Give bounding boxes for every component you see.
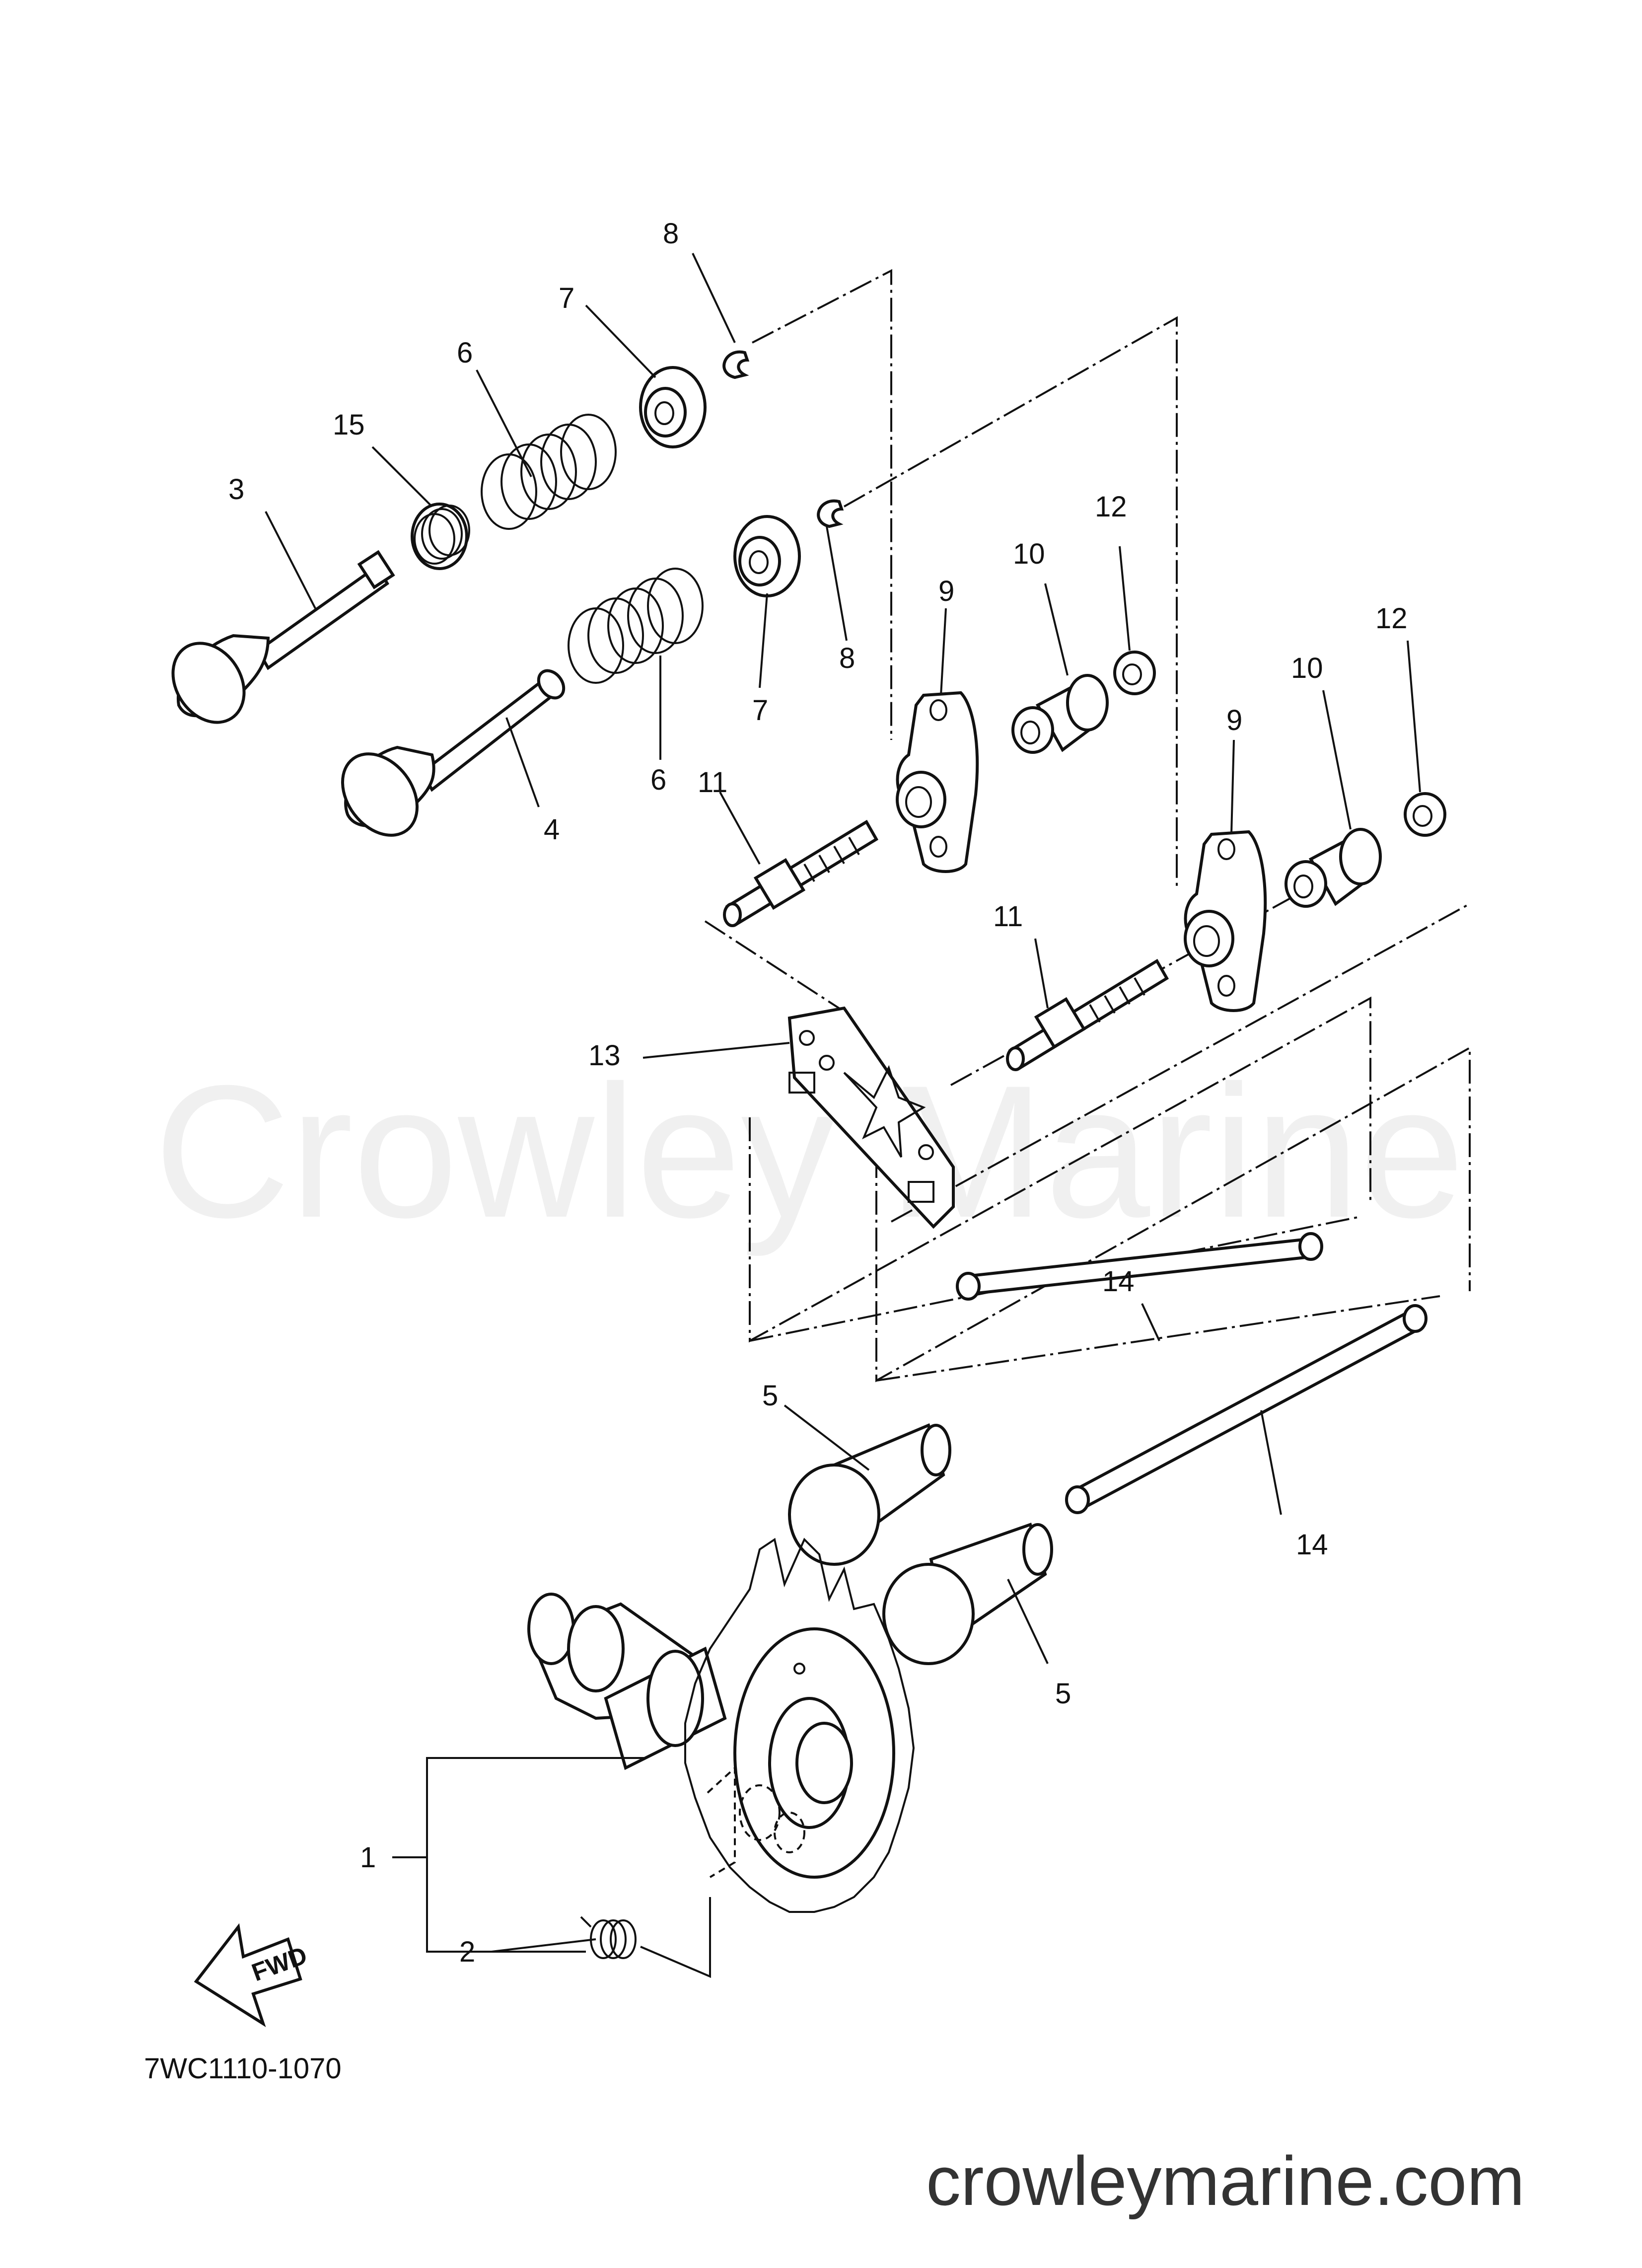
callout-8-lower: 8: [839, 642, 855, 674]
callout-9-right: 9: [1226, 704, 1242, 736]
part-5-lifter-lower: [882, 1523, 1053, 1665]
part-9-rocker-left: [896, 691, 979, 873]
website-url: crowleymarine.com: [926, 2142, 1525, 2220]
part-6-spring-lower: [568, 568, 704, 684]
part-6-spring-upper: [481, 414, 617, 530]
assembly-lines: [704, 269, 1471, 1383]
part-7-retainer-upper: [639, 366, 707, 448]
callout-7-lower: 7: [752, 694, 768, 727]
part-13-plate: [787, 1006, 955, 1229]
callout-14-lower: 14: [1296, 1529, 1328, 1561]
part-8-keeper-upper: [722, 350, 750, 379]
callout-2: 2: [459, 1936, 475, 1968]
callout-4: 4: [544, 813, 560, 846]
callouts: 3 15 6 7 8 4 6 7 8 9 10 12 9 10 12 11 11…: [228, 218, 1408, 1968]
drawing-code: 7WC1110-1070: [144, 2052, 342, 2085]
part-2-spring: [580, 1916, 637, 1959]
callout-12-right: 12: [1375, 602, 1408, 635]
callout-14-upper: 14: [1102, 1265, 1135, 1298]
callout-5-upper: 5: [762, 1380, 778, 1412]
callout-7-upper: 7: [559, 282, 574, 314]
part-9-rocker-right: [1184, 830, 1267, 1012]
callout-10-right: 10: [1291, 652, 1323, 684]
callout-12-left: 12: [1095, 491, 1127, 523]
part-10-pivot-right: [1285, 828, 1382, 908]
callout-6-upper: 6: [457, 337, 473, 369]
part-7-retainer-lower: [733, 515, 801, 597]
leaders: [265, 253, 1421, 1978]
part-12-nut-right: [1404, 792, 1446, 837]
callout-11-lower: 11: [993, 900, 1023, 933]
part-11-stud-lower: [1006, 958, 1169, 1071]
part-4-valve: [341, 669, 566, 837]
callout-9-left: 9: [938, 575, 954, 607]
part-14-pushrod-lower: [1065, 1304, 1428, 1514]
part-8-keeper-lower: [817, 499, 844, 528]
part-14-pushrod-upper: [956, 1232, 1323, 1301]
fwd-arrow-icon: FWD: [194, 1923, 311, 2028]
callout-3: 3: [228, 473, 244, 506]
callout-10-left: 10: [1013, 538, 1045, 570]
part-5-lifter-upper: [788, 1423, 951, 1566]
callout-11-upper: 11: [698, 766, 727, 799]
part-11-stud-upper: [723, 819, 879, 927]
part-15-spring: [411, 503, 470, 570]
part-3-valve: [171, 550, 395, 724]
callout-8-upper: 8: [663, 218, 679, 250]
callout-1: 1: [360, 1841, 376, 1874]
part-12-nut-left: [1113, 651, 1156, 695]
callout-15: 15: [333, 409, 365, 441]
callout-5-lower: 5: [1055, 1678, 1071, 1710]
part-10-pivot-left: [1011, 674, 1109, 754]
callout-13: 13: [588, 1039, 621, 1072]
part-1-camshaft: [527, 1537, 915, 1913]
callout-6-lower: 6: [650, 764, 666, 796]
